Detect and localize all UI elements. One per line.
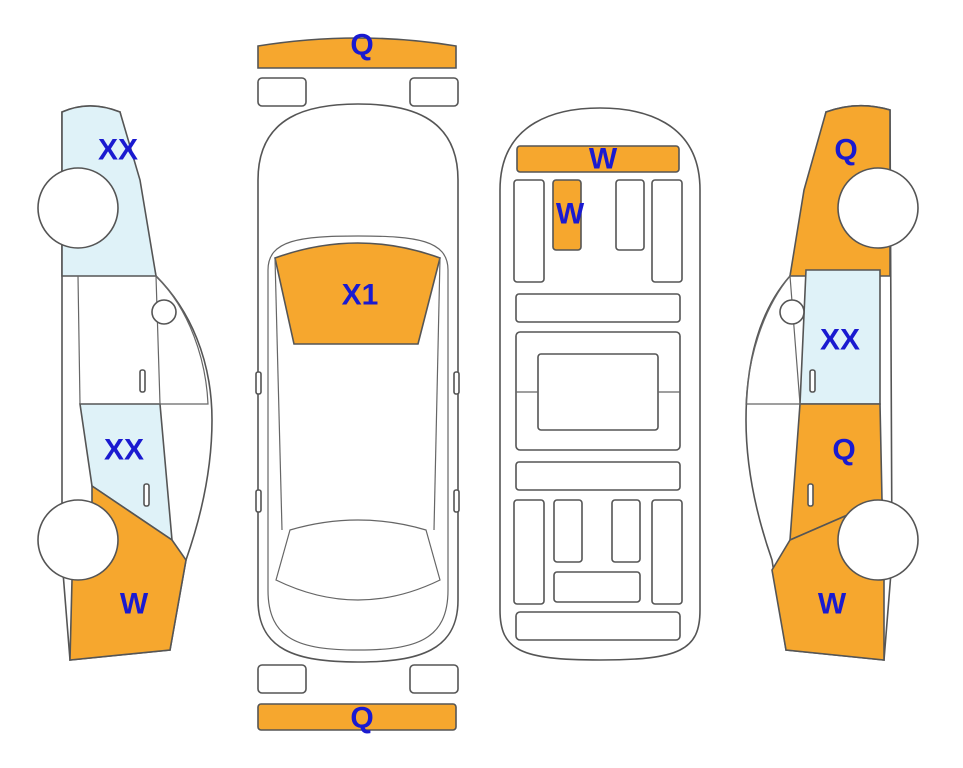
left-window-line <box>155 274 209 405</box>
left-handle-2 <box>255 489 262 513</box>
underbody-rear-slot-2 <box>611 499 641 563</box>
underbody-slot <box>615 179 645 251</box>
right-door-handle-1 <box>809 369 816 393</box>
left-rear-door-label: XX <box>104 434 144 467</box>
windshield-label: X1 <box>342 279 379 312</box>
right-rear-quarter-label: W <box>818 588 847 621</box>
left-door-seam <box>77 275 81 405</box>
left-rear-quarter-label: W <box>120 588 149 621</box>
left-pillar <box>274 257 283 531</box>
rear-left-pad <box>257 664 307 694</box>
car-body-inner <box>267 235 449 651</box>
rear-right-pad <box>409 664 459 694</box>
underbody-view <box>499 107 701 661</box>
underbody-rail-right <box>651 179 683 283</box>
front-right-pad <box>409 77 459 107</box>
right-handle-1 <box>453 371 460 395</box>
underbody-center-box <box>537 353 659 431</box>
underbody-rear-right <box>651 499 683 605</box>
underbody-crossbar-2 <box>515 461 681 491</box>
left-door-handle-1 <box>139 369 146 393</box>
front-bumper-label: Q <box>350 29 373 62</box>
underbody-tail-bar <box>515 611 681 641</box>
right-rear-door-label: Q <box>832 434 855 467</box>
right-mirror <box>779 299 805 325</box>
damage-labels: Q X1 Q W W XX XX W Q XX Q W <box>98 29 860 735</box>
left-door-handle-2 <box>143 483 150 507</box>
right-front-fender-label: Q <box>834 134 857 167</box>
top-view-car <box>255 37 460 731</box>
underbody-inner-label: W <box>556 198 585 231</box>
front-bumper-panel[interactable] <box>257 37 457 69</box>
underbody-rear-left <box>513 499 545 605</box>
left-side-view <box>37 105 213 661</box>
underbody-rear-slot-1 <box>553 499 583 563</box>
rear-window-line <box>275 519 441 601</box>
rear-bumper-panel[interactable] <box>257 703 457 731</box>
right-front-wheel <box>837 167 919 249</box>
rear-bumper-label: Q <box>350 702 373 735</box>
right-handle-2 <box>453 489 460 513</box>
right-rear-wheel <box>837 499 919 581</box>
left-front-wheel <box>37 167 119 249</box>
right-pillar <box>433 257 441 531</box>
underbody-rail-left <box>513 179 545 283</box>
underbody-top-label: W <box>589 143 618 176</box>
car-body-top <box>257 103 459 663</box>
left-rear-wheel <box>37 499 119 581</box>
left-handle-1 <box>255 371 262 395</box>
left-mirror <box>151 299 177 325</box>
left-front-fender-label: XX <box>98 134 138 167</box>
underbody-crossbar-1 <box>515 293 681 323</box>
underbody-top-panel[interactable] <box>516 145 680 173</box>
right-door-handle-2 <box>807 483 814 507</box>
windshield-panel[interactable] <box>274 242 441 345</box>
right-side-view <box>745 104 919 661</box>
front-left-pad <box>257 77 307 107</box>
right-window-line <box>745 274 801 405</box>
underbody-inner-panel[interactable] <box>552 179 582 251</box>
underbody-rear-bar <box>553 571 641 603</box>
right-front-door-label: XX <box>820 324 860 357</box>
